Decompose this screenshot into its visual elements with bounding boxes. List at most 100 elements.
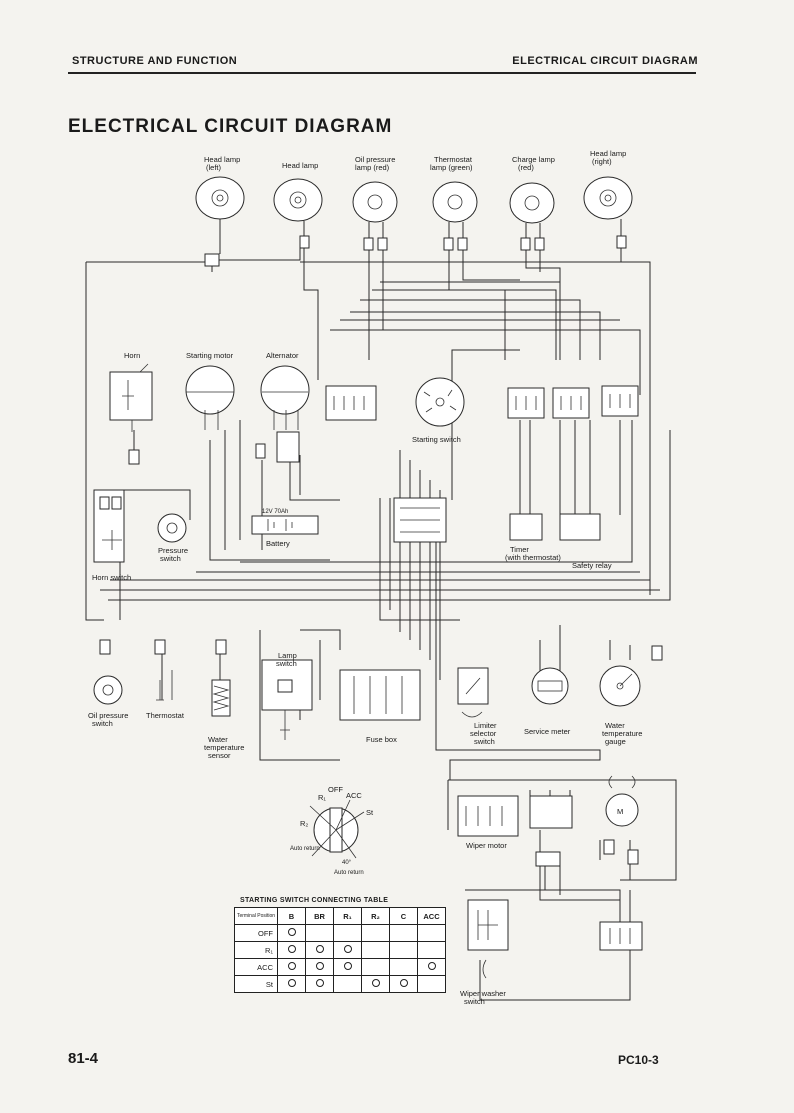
table-cell (277, 975, 306, 993)
table-cell (333, 924, 362, 942)
table-column-header: BR (305, 907, 334, 925)
horn: Horn (109, 351, 153, 465)
safety-relay: Safety relay (559, 513, 612, 570)
table-cell (389, 941, 418, 959)
wiper-washer-switch-label-2: switch (464, 997, 485, 1006)
wiper-washer-switch-label: Wiper washer (460, 989, 506, 998)
limiter-switch-label-3: switch (474, 737, 495, 746)
table-row-label: R₁ (234, 941, 278, 959)
relay-blocks (325, 385, 639, 543)
table-cell (361, 924, 390, 942)
wiring-harness (85, 219, 677, 1001)
oil-pressure-switch-label-2: switch (92, 719, 113, 728)
key-position-off: OFF (328, 785, 343, 794)
table-cell (333, 941, 362, 959)
table-column-header: R₂ (361, 907, 390, 925)
lamp-head-center: Head lamp (273, 161, 323, 222)
thermostat-label: Thermostat (146, 711, 185, 720)
table-cell (333, 958, 362, 976)
page-number: 81-4 (68, 1050, 99, 1067)
switch-table-title: STARTING SWITCH CONNECTING TABLE (240, 897, 389, 904)
wiper-motor-label: Wiper motor (466, 841, 507, 850)
pressure-switch-label-2: switch (160, 554, 181, 563)
table-cell (417, 975, 446, 993)
oil-pressure-switch-label: Oil pressure (88, 711, 128, 720)
lamp-label: Head lamp (590, 149, 626, 158)
key-angle: 40° (342, 860, 352, 866)
connection-dot (343, 945, 352, 953)
key-position-acc: ACC (346, 791, 362, 800)
battery-label: Battery (266, 539, 290, 548)
water-temp-gauge-label: Water (605, 721, 625, 730)
table-cell (417, 958, 446, 976)
battery: 12V 70Ah Battery (251, 509, 319, 548)
lamp-charge: Charge lamp (red) (509, 155, 555, 224)
battery-rating: 12V 70Ah (262, 509, 288, 515)
table-cell (361, 941, 390, 959)
fuse-box-label: Fuse box (366, 735, 397, 744)
table-row: R₁ (234, 941, 446, 959)
table-cell (305, 941, 334, 959)
table-row-label: St (234, 975, 278, 993)
lamp-thermostat: Thermostat lamp (green) (430, 155, 478, 223)
connection-dot (427, 962, 436, 970)
connection-dot (399, 979, 408, 987)
header-section-title: STRUCTURE AND FUNCTION (72, 55, 238, 67)
lamps-row: Head lamp (left) Head lamp Oil pressure … (195, 149, 633, 224)
starting-motor-label: Starting motor (186, 351, 234, 360)
table-column-header: R₁ (333, 907, 362, 925)
connection-dot (315, 962, 324, 970)
wiper-washer-switch: Wiper washer switch (460, 899, 643, 1006)
limiter-switch-label: Limiter (474, 721, 497, 730)
table-cell (417, 941, 446, 959)
table-cell (305, 958, 334, 976)
auto-return-right: Auto return (334, 870, 364, 876)
lamp-sublabel: (right) (592, 157, 612, 166)
table-corner-cell: Terminal Position (234, 907, 278, 925)
water-temp-gauge-label-2: temperature (602, 729, 642, 738)
horn-label: Horn (124, 351, 140, 360)
water-temp-sensor-label: Water (208, 735, 228, 744)
lamp-label: Head lamp (204, 155, 240, 164)
page-title: ELECTRICAL CIRCUIT DIAGRAM (68, 116, 393, 137)
connection-dot (287, 928, 296, 936)
starting-motor: Starting motor (185, 351, 235, 430)
table-cell (389, 958, 418, 976)
starting-switch: Starting switch (412, 377, 465, 444)
table-cell (417, 924, 446, 942)
lamp-oil-pressure: Oil pressure lamp (red) (352, 155, 398, 223)
lamp-label: Charge lamp (512, 155, 555, 164)
table-cell (389, 924, 418, 942)
water-temp-sensor-label-2: temperature (204, 743, 244, 752)
table-row-label: ACC (234, 958, 278, 976)
starting-key-dial: R₁ OFF ACC St R₂ Auto return Auto return… (290, 785, 374, 876)
auto-return-left: Auto return (290, 846, 320, 852)
connection-dot (315, 979, 324, 987)
timer-label-2: (with thermostat) (505, 553, 561, 562)
water-temp-sensor-label-3: sensor (208, 751, 231, 760)
key-position-r1: R₁ (318, 793, 326, 802)
lamp-switch-label: Lamp (278, 651, 297, 660)
water-temperature-gauge: Water temperature gauge (599, 645, 663, 746)
horn-switch-label: Horn switch (92, 573, 131, 582)
table-column-header: B (277, 907, 306, 925)
lamp-label: Oil pressure (355, 155, 395, 164)
water-temp-gauge-label-3: gauge (605, 737, 626, 746)
oil-pressure-switch: Oil pressure switch (88, 639, 128, 728)
wiper-motor: Wiper motor M (457, 775, 639, 867)
lamp-switch: Lamp switch (261, 651, 313, 740)
lamp-sublabel: lamp (green) (430, 163, 473, 172)
table-cell (361, 975, 390, 993)
table-row: ACC (234, 958, 446, 976)
table-cell (305, 975, 334, 993)
limiter-selector-switch: Limiter selector switch (457, 667, 497, 746)
lamp-head-right: Head lamp (right) (583, 149, 633, 220)
alternator-label: Alternator (266, 351, 299, 360)
pressure-switch-label: Pressure (158, 546, 188, 555)
key-position-st: St (366, 808, 374, 817)
connection-dot (315, 945, 324, 953)
model-number: PC10-3 (618, 1053, 659, 1067)
header-page-title: ELECTRICAL CIRCUIT DIAGRAM (512, 55, 698, 67)
